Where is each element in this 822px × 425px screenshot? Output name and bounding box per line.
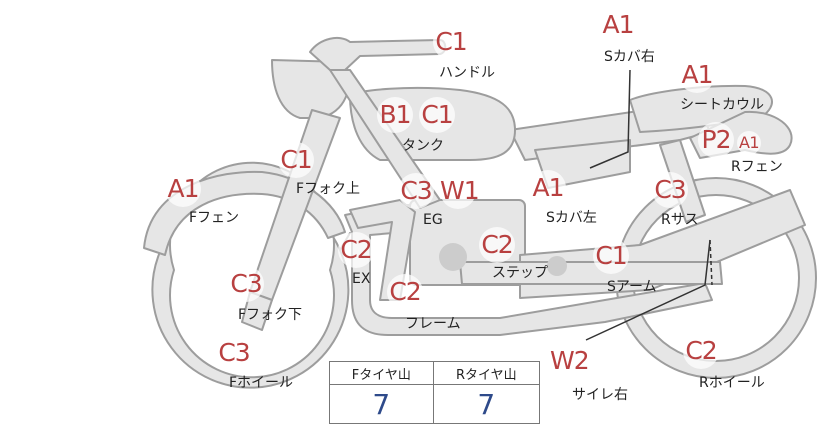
grade-front-fork-upper: C1	[278, 142, 314, 178]
side-cover-right-leader	[589, 69, 631, 169]
label-side-cover-right: Sカバ右	[604, 49, 655, 65]
label-step: ステップ	[492, 265, 548, 281]
engine-cover-detail	[439, 243, 467, 271]
grade-step: C2	[479, 227, 515, 263]
label-frame: フレーム	[405, 316, 461, 332]
grade-tank-b: B1	[377, 97, 413, 133]
grade-handle: C1	[433, 24, 469, 60]
label-front-fork-upper: Fフォク上	[296, 181, 361, 197]
rear-tread-value: 7	[432, 384, 541, 424]
label-side-cover-left: Sカバ左	[546, 210, 597, 226]
grade-swing-arm: C1	[593, 238, 629, 274]
label-muffler: サイレ右	[572, 387, 628, 403]
label-front-fork-lower: Fフォク下	[238, 307, 303, 323]
frame-shape	[344, 204, 713, 336]
front-tread-value: 7	[329, 384, 434, 424]
label-swing-arm: Sアーム	[607, 279, 657, 295]
handle-shape	[309, 36, 447, 71]
grade-engine-w: W1	[440, 173, 480, 209]
label-exhaust: EX	[352, 271, 371, 287]
grade-engine-c: C3	[398, 173, 434, 209]
tire-tread-table: Fタイヤ山 Rタイヤ山 7 7	[329, 361, 541, 424]
muffler-leader	[585, 239, 711, 341]
grade-tank-c: C1	[419, 97, 455, 133]
grade-front-fork-lower: C3	[228, 266, 264, 302]
grade-front-fender: A1	[165, 171, 201, 207]
label-engine: EG	[423, 212, 443, 228]
grade-frame: C2	[387, 274, 423, 310]
grade-muffler: W2	[550, 343, 590, 379]
front-tread-header: Fタイヤ山	[329, 361, 434, 385]
grade-exhaust: C2	[338, 232, 374, 268]
label-seat-cowl: シートカウル	[680, 97, 764, 113]
label-handle: ハンドル	[439, 65, 495, 81]
grade-plate-small: A1	[737, 131, 761, 155]
step-peg-detail	[547, 256, 567, 276]
grade-rear-suspension: C3	[652, 172, 688, 208]
grade-seat-cowl: A1	[679, 57, 715, 93]
step-shape	[459, 261, 723, 285]
grade-side-cover-right: A1	[600, 7, 636, 43]
label-tank: タンク	[402, 138, 444, 154]
grade-plate: P2	[698, 122, 734, 158]
label-rear-suspension: Rサス	[661, 212, 699, 228]
grade-front-wheel: C3	[216, 335, 252, 371]
grade-side-cover-left: A1	[530, 170, 566, 206]
label-rear-fender: Rフェン	[731, 159, 783, 175]
grade-rear-wheel: C2	[683, 333, 719, 369]
label-front-wheel: Fホイール	[229, 375, 294, 391]
rear-tread-header: Rタイヤ山	[432, 361, 541, 385]
rear-suspension-leader	[709, 239, 713, 286]
label-front-fender: Fフェン	[189, 210, 240, 226]
label-rear-wheel: Rホイール	[699, 375, 765, 391]
